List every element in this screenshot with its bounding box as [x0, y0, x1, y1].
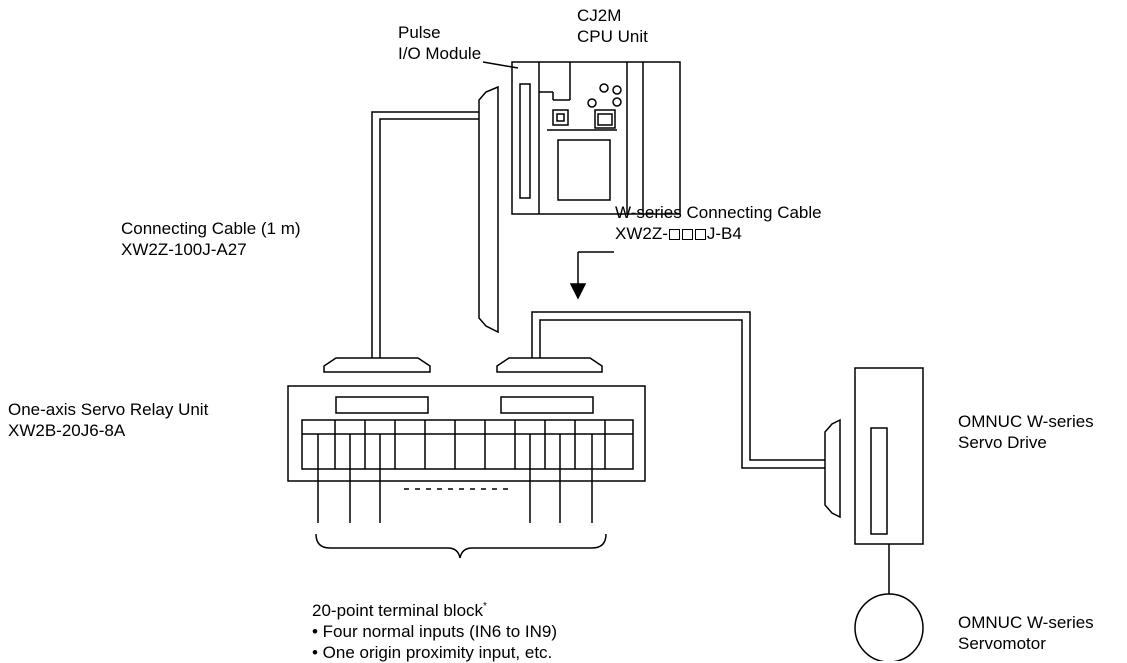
pulse-io-label: Pulse I/O Module	[398, 23, 482, 63]
cable-relay-side-connector-right	[496, 357, 603, 373]
arrow-head	[569, 283, 587, 300]
servo-drive-cable-connector	[824, 418, 841, 519]
servo-drive	[854, 367, 924, 594]
connecting-cable-a27	[371, 111, 479, 358]
cable-plc-side-connector	[478, 85, 499, 334]
servomotor-label: OMNUC W-series Servomotor	[958, 613, 1094, 653]
relay-unit-label: One-axis Servo Relay Unit XW2B-20J6-8A	[8, 400, 209, 440]
servo-relay-unit	[287, 385, 646, 482]
terminal-block-label: 20-point terminal block* • Four normal i…	[312, 601, 557, 662]
w-series-connecting-cable	[531, 311, 825, 469]
blank-box-2	[681, 229, 693, 240]
terminal-dividers	[334, 420, 606, 469]
cable-relay-side-connector-left	[323, 357, 431, 373]
pulse-io-connector	[519, 83, 531, 199]
terminal-block	[301, 419, 634, 470]
plc-unit	[511, 61, 681, 215]
terminal-wires	[317, 446, 593, 523]
blank-box-1	[668, 229, 680, 240]
servo-drive-label: OMNUC W-series Servo Drive	[958, 412, 1094, 452]
w-series-cable-label: W-series Connecting Cable XW2Z-J-B4	[615, 203, 822, 243]
terminal-screw-ticks	[317, 434, 593, 446]
blank-box-3	[694, 229, 706, 240]
cpu-unit-label: CJ2M CPU Unit	[577, 6, 648, 46]
connecting-cable-label: Connecting Cable (1 m) XW2Z-100J-A27	[121, 219, 301, 259]
servomotor	[854, 593, 924, 661]
terminal-group-brace	[315, 533, 607, 559]
